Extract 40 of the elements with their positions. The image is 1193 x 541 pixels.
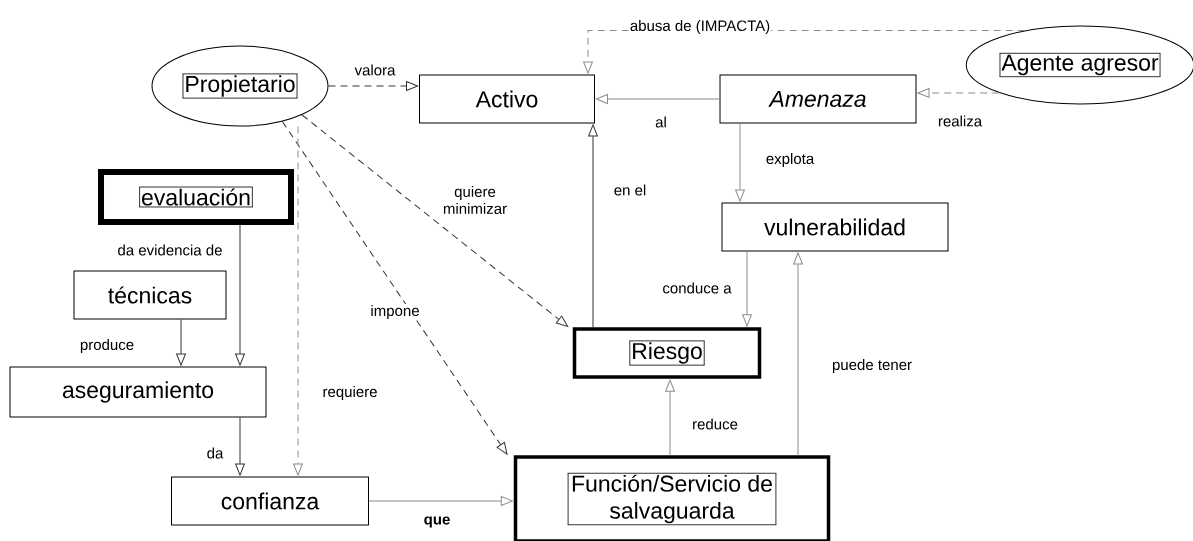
arrow xyxy=(293,126,303,476)
edge-label: impone xyxy=(369,304,421,320)
arrow xyxy=(328,81,419,91)
concept-box: aseguramiento xyxy=(9,366,267,418)
concept-box: Riesgo xyxy=(572,327,762,379)
arrow xyxy=(301,114,569,327)
arrow xyxy=(368,496,513,506)
edge-label: en el xyxy=(612,183,648,197)
arrow xyxy=(595,94,720,104)
edge-label: que xyxy=(422,515,452,529)
edge-label: realiza xyxy=(936,114,984,128)
arrow xyxy=(793,252,803,456)
concept-box: evaluación xyxy=(98,169,294,225)
concept-box: Función/Servicio de salvaguarda xyxy=(513,455,831,541)
concept-box: Amenaza xyxy=(719,74,917,124)
edge-label: explota xyxy=(764,152,816,168)
arrow xyxy=(235,417,245,476)
concept-box: Activo xyxy=(419,74,595,124)
arrow xyxy=(235,224,245,366)
edge-label: da evidencia de xyxy=(116,243,224,257)
edge-label: puede tener xyxy=(831,358,914,374)
edge-label: conduce a xyxy=(661,281,733,295)
arrow xyxy=(917,88,1000,98)
arrow xyxy=(735,123,745,202)
edge-label: valora xyxy=(353,63,397,77)
edge-label: reduce xyxy=(691,417,739,431)
arrow xyxy=(588,124,598,328)
edge-label: da xyxy=(205,446,225,460)
concept-box: confianza xyxy=(171,476,369,526)
arrow xyxy=(281,121,508,455)
edge-label: quiere minimizar xyxy=(434,185,516,215)
arrow xyxy=(176,319,186,366)
arrow xyxy=(665,379,675,456)
arrow xyxy=(742,251,752,327)
concept-box: técnicas xyxy=(73,270,227,320)
edge-label: al xyxy=(654,115,668,129)
edge-label: produce xyxy=(78,338,136,354)
edge-label: abusa de (IMPACTA) xyxy=(628,19,772,35)
edge-label: requiere xyxy=(321,385,379,401)
concept-box: vulnerabilidad xyxy=(721,202,949,252)
